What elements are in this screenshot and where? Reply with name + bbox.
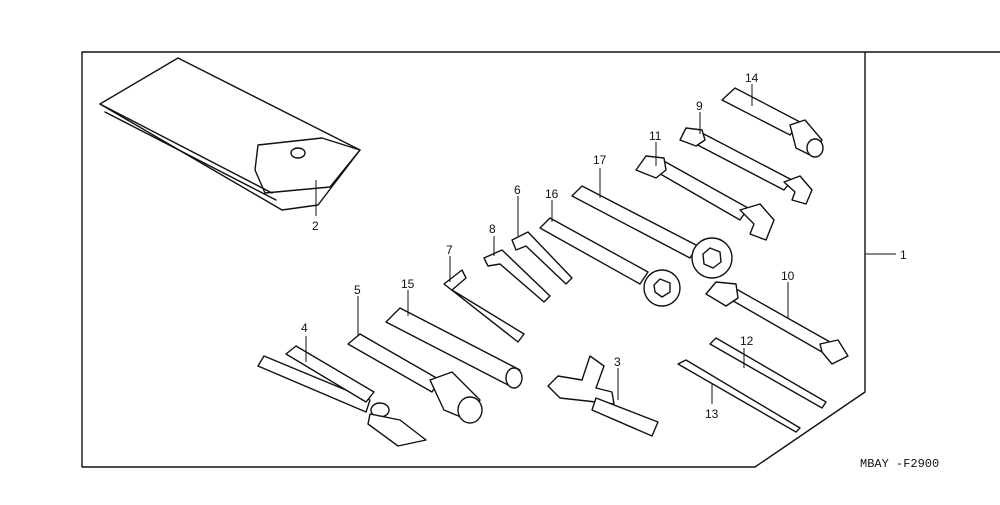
callout-12: 12 [740, 334, 754, 348]
pliers [257, 345, 427, 447]
hex-key-6 [511, 231, 573, 285]
wrench-10 [705, 281, 849, 365]
kit-boundary [81, 51, 1000, 468]
tool-bag [99, 57, 361, 211]
callout-7: 7 [446, 243, 453, 257]
callout-14: 14 [745, 71, 759, 85]
drawing-code: MBAY -F2900 [860, 457, 939, 471]
hex-key-7 [443, 269, 525, 343]
callout-9: 9 [696, 99, 703, 113]
callout-16: 16 [545, 187, 559, 201]
pin-spanner [547, 355, 659, 437]
callout-13: 13 [705, 407, 719, 421]
wrench-9 [679, 127, 813, 205]
callout-5: 5 [354, 283, 361, 297]
callout-3: 3 [614, 355, 621, 369]
callout-15: 15 [401, 277, 415, 291]
callout-10: 10 [781, 269, 795, 283]
screwdriver-12 [709, 337, 827, 409]
callout-labels: 1 2 3 4 5 6 7 8 9 10 11 12 13 14 15 16 1… [301, 71, 907, 421]
callout-2: 2 [312, 219, 319, 233]
screwdriver-handle [721, 87, 824, 158]
screwdriver-13 [677, 359, 801, 433]
hex-key-8 [483, 249, 551, 303]
callout-17: 17 [593, 153, 607, 167]
callout-1: 1 [900, 248, 907, 262]
box-wrench-17 [571, 185, 733, 279]
callout-4: 4 [301, 321, 308, 335]
box-wrench-16 [539, 217, 681, 307]
callout-11: 11 [649, 129, 662, 143]
callout-6: 6 [514, 183, 521, 197]
wrench-11 [635, 155, 775, 241]
leader-lines [305, 84, 896, 404]
extension-bar [385, 307, 523, 389]
callout-8: 8 [489, 222, 496, 236]
spark-plug-wrench [347, 333, 483, 424]
